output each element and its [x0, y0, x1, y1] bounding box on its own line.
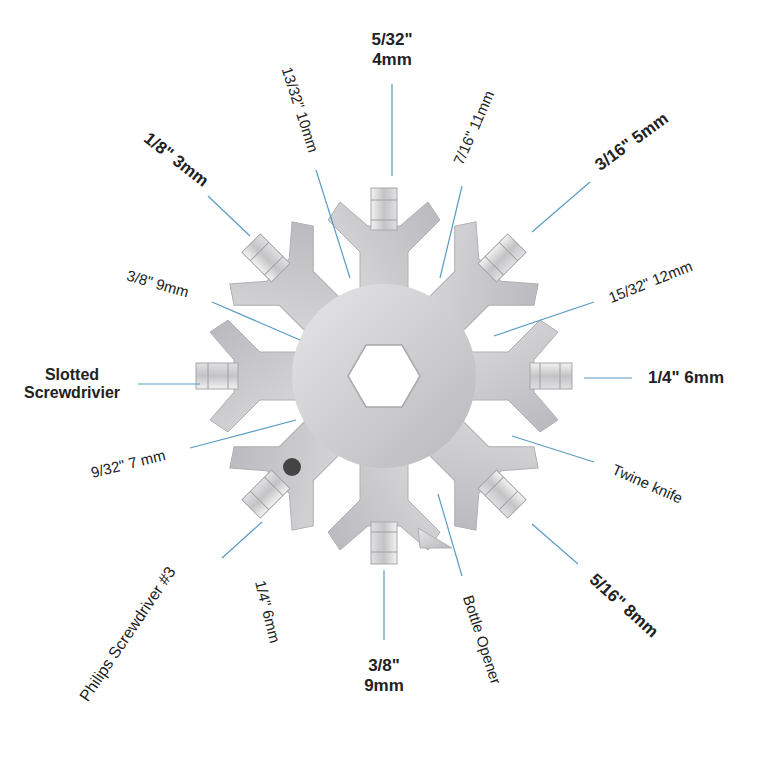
part-label: Bottle Opener [459, 593, 504, 686]
part-label: 9/32" 7 mm [89, 446, 167, 481]
part-label: 15/32" 12mm [606, 257, 695, 306]
part-label: 3/8" 9mm [125, 267, 191, 301]
part-label: 13/32" 10mm [278, 65, 322, 155]
snowflake-tool [196, 188, 572, 564]
key-ring-hole [283, 458, 301, 476]
part-label: 5/16" 8mm [586, 570, 663, 642]
bottle-opener-hook [418, 528, 452, 548]
part-label: 7/16" 11mm [450, 88, 498, 167]
part-label: 3/8" 9mm [354, 656, 414, 695]
part-label: 3/16" 5mm [592, 109, 673, 175]
part-label: Twine knife [610, 461, 686, 507]
part-label: 1/4" 6mm [648, 368, 724, 388]
part-label: Slotted Screwdrivier [13, 366, 131, 403]
part-label: Philips Screwdriver #3 [71, 556, 185, 712]
leader-lines [138, 84, 632, 640]
part-label: 1/4" 6mm [252, 579, 284, 645]
part-label: 5/32" 4mm [362, 30, 422, 69]
part-label: 1/8" 3mm [140, 129, 212, 191]
